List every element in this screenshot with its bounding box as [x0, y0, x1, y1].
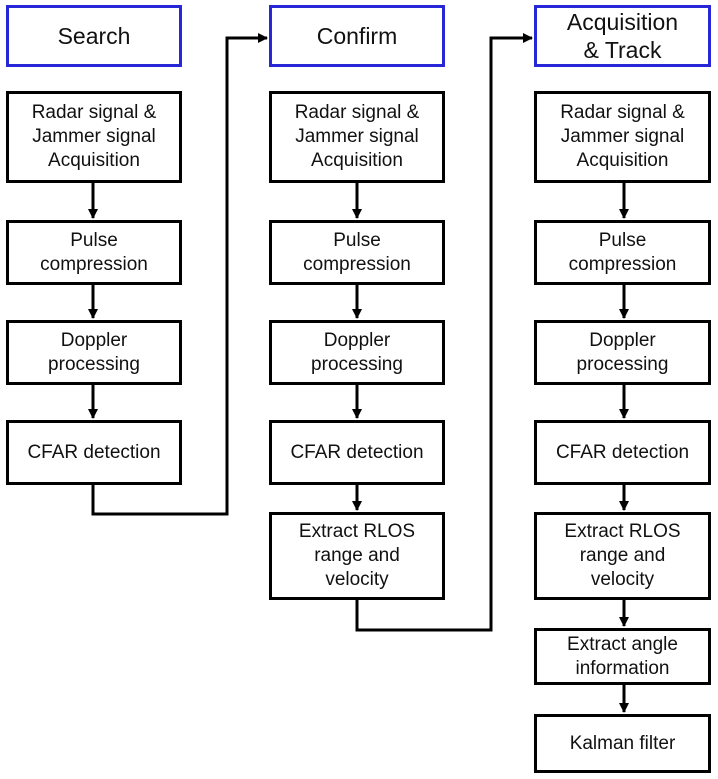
track-step-extract-rlos: Extract RLOS range and velocity — [534, 512, 711, 600]
confirm-step-extract-rlos: Extract RLOS range and velocity — [269, 512, 445, 600]
track-step-doppler-processing: Doppler processing — [534, 320, 711, 385]
search-stage-header: Search — [6, 5, 182, 67]
confirm-step-cfar-detection: CFAR detection — [269, 420, 445, 485]
search-step-cfar-detection: CFAR detection — [6, 420, 182, 485]
search-step-doppler-processing: Doppler processing — [6, 320, 182, 385]
track-step-acquisition: Radar signal & Jammer signal Acquisition — [534, 91, 711, 183]
connector-search-to-confirm — [91, 33, 268, 516]
track-step-kalman-filter: Kalman filter — [534, 714, 711, 773]
track-step-extract-angle: Extract angle information — [534, 628, 711, 685]
search-step-acquisition: Radar signal & Jammer signal Acquisition — [6, 91, 182, 183]
search-step-pulse-compression: Pulse compression — [6, 220, 182, 285]
confirm-step-doppler-processing: Doppler processing — [269, 320, 445, 385]
track-step-pulse-compression: Pulse compression — [534, 220, 711, 285]
track-stage-header: Acquisition & Track — [534, 5, 711, 67]
track-step-cfar-detection: CFAR detection — [534, 420, 711, 485]
confirm-stage-header: Confirm — [269, 5, 445, 67]
confirm-step-pulse-compression: Pulse compression — [269, 220, 445, 285]
connector-confirm-to-track — [355, 33, 533, 632]
confirm-step-acquisition: Radar signal & Jammer signal Acquisition — [269, 91, 445, 183]
